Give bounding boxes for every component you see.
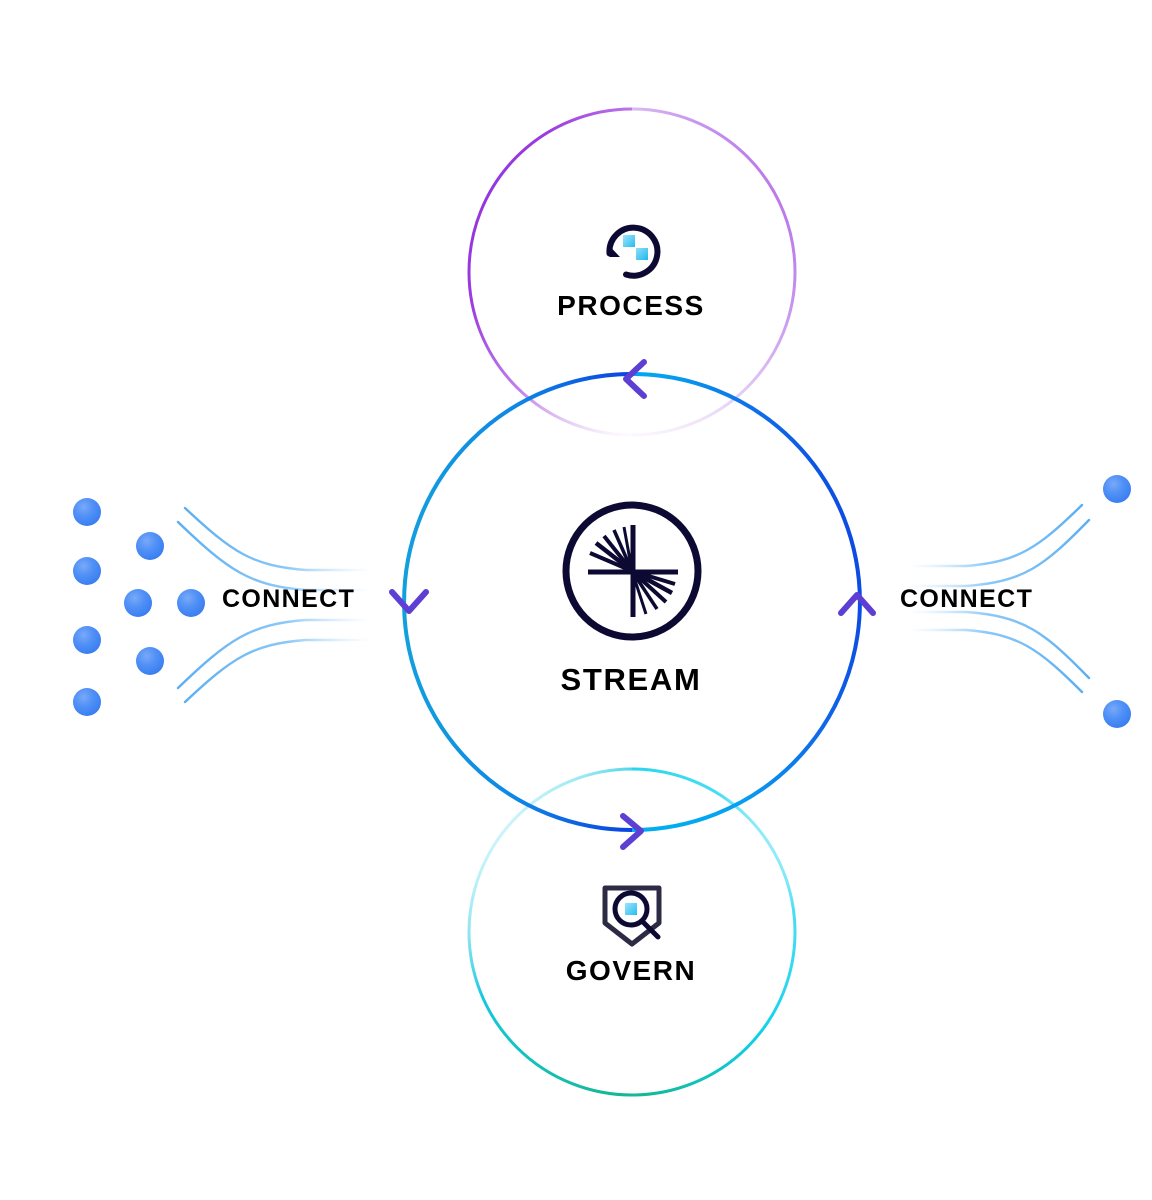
connect-right-dots (1103, 475, 1131, 728)
connect-left-dots (73, 498, 205, 716)
connect-right-label: CONNECT (900, 585, 1034, 613)
arrow-left-icon (389, 589, 429, 614)
stream-label: STREAM (560, 662, 702, 697)
arrow-right-icon (838, 592, 876, 616)
confluent-logo-icon (562, 501, 702, 641)
connect-right-lines (906, 503, 1091, 694)
connect-left-label: CONNECT (222, 585, 356, 613)
govern-ring[interactable] (467, 767, 797, 1097)
shield-magnifier-icon (602, 885, 662, 947)
connect-left-lines (176, 506, 374, 704)
govern-label: GOVERN (565, 955, 697, 986)
refresh-cycle-icon (606, 224, 661, 279)
arrow-bottom-icon (620, 813, 644, 850)
process-label: PROCESS (557, 290, 705, 321)
arrow-top-icon (623, 359, 647, 399)
process-ring[interactable] (467, 107, 797, 437)
